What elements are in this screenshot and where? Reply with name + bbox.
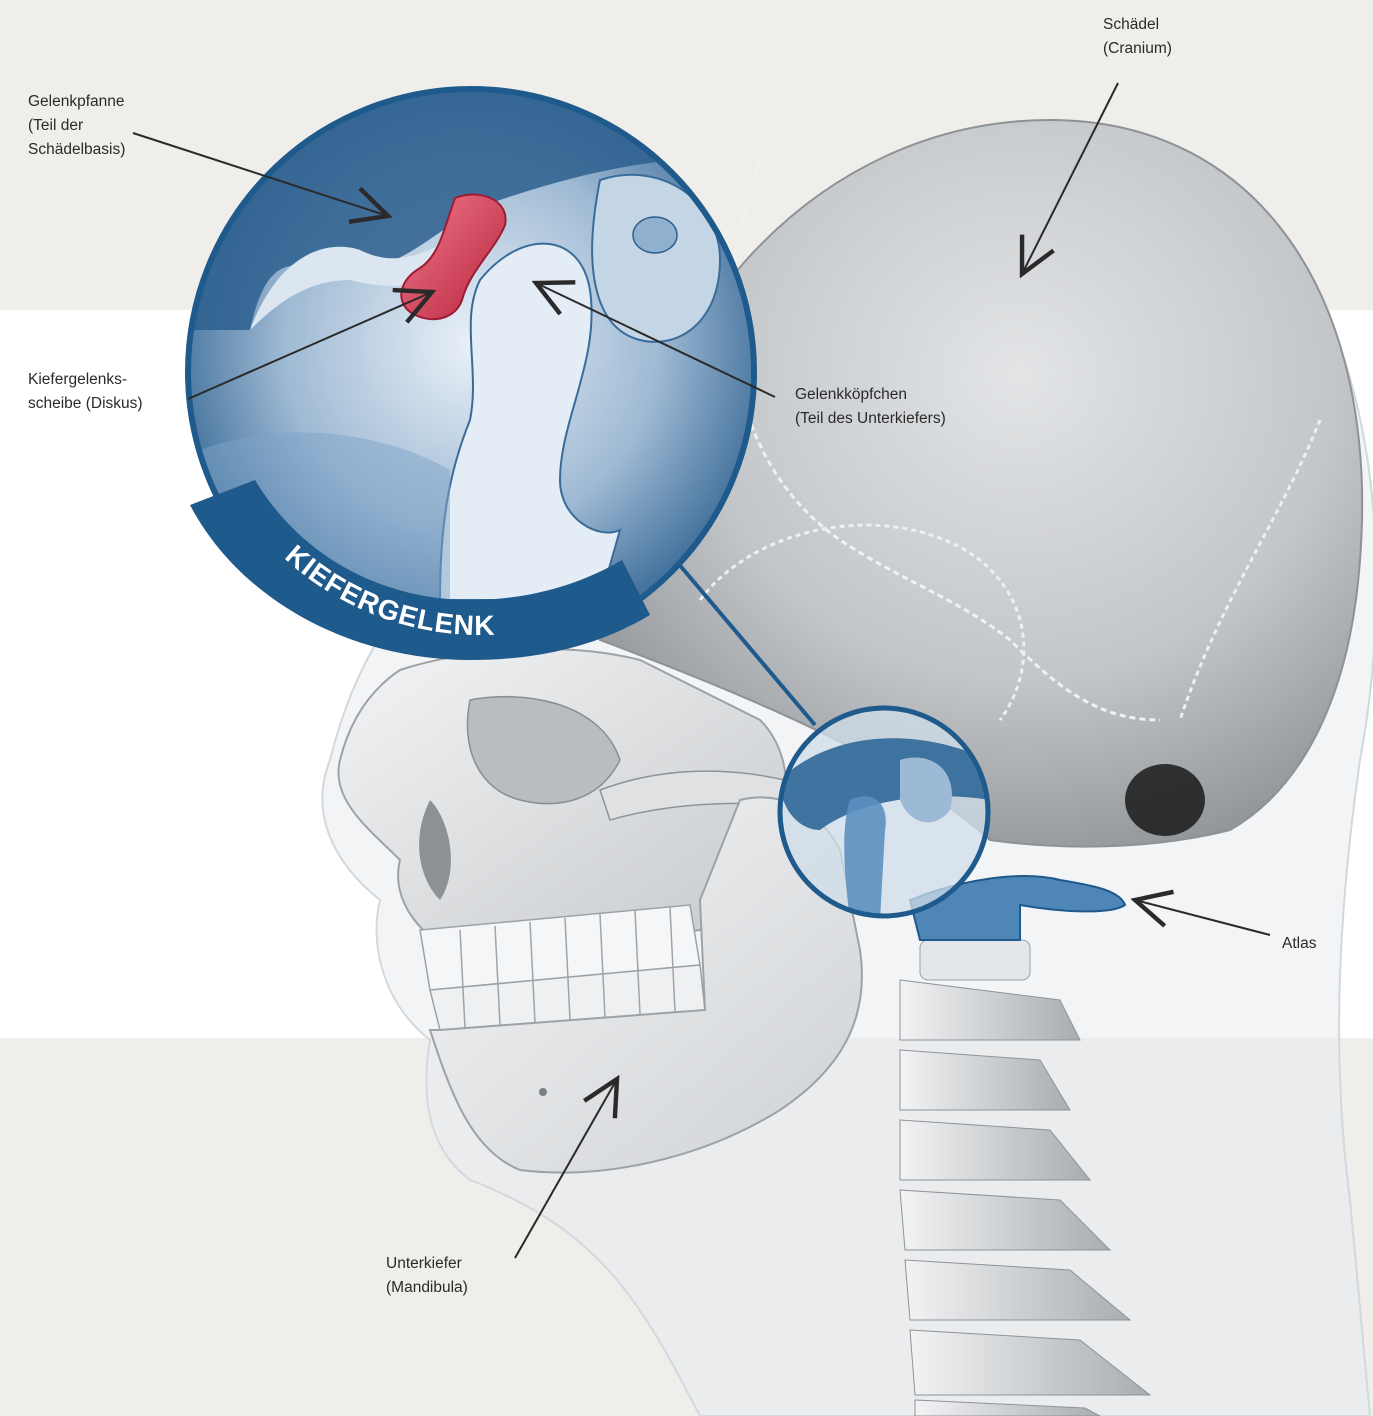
label-diskus: Kiefergelenks- scheibe (Diskus) xyxy=(28,368,143,416)
label-gelenkkoepfchen-line2: (Teil des Unterkiefers) xyxy=(795,407,946,431)
ear-opening xyxy=(1125,764,1205,836)
label-unterkiefer-line1: Unterkiefer xyxy=(386,1252,468,1276)
label-gelenkpfanne-line3: Schädelbasis) xyxy=(28,138,125,162)
label-atlas: Atlas xyxy=(1282,932,1316,956)
label-gelenkkoepfchen-line1: Gelenkköpfchen xyxy=(795,383,946,407)
label-diskus-line2: scheibe (Diskus) xyxy=(28,392,143,416)
label-unterkiefer: Unterkiefer (Mandibula) xyxy=(386,1252,468,1300)
label-schaedel-line1: Schädel xyxy=(1103,13,1172,37)
label-gelenkpfanne-line1: Gelenkpfanne xyxy=(28,90,125,114)
label-unterkiefer-line2: (Mandibula) xyxy=(386,1276,468,1300)
label-diskus-line1: Kiefergelenks- xyxy=(28,368,143,392)
label-atlas-line1: Atlas xyxy=(1282,932,1316,956)
label-gelenkkoepfchen: Gelenkköpfchen (Teil des Unterkiefers) xyxy=(795,383,946,431)
label-schaedel: Schädel (Cranium) xyxy=(1103,13,1172,61)
label-schaedel-line2: (Cranium) xyxy=(1103,37,1172,61)
label-gelenkpfanne: Gelenkpfanne (Teil der Schädelbasis) xyxy=(28,90,125,162)
label-gelenkpfanne-line2: (Teil der xyxy=(28,114,125,138)
mental-foramen xyxy=(539,1088,547,1096)
